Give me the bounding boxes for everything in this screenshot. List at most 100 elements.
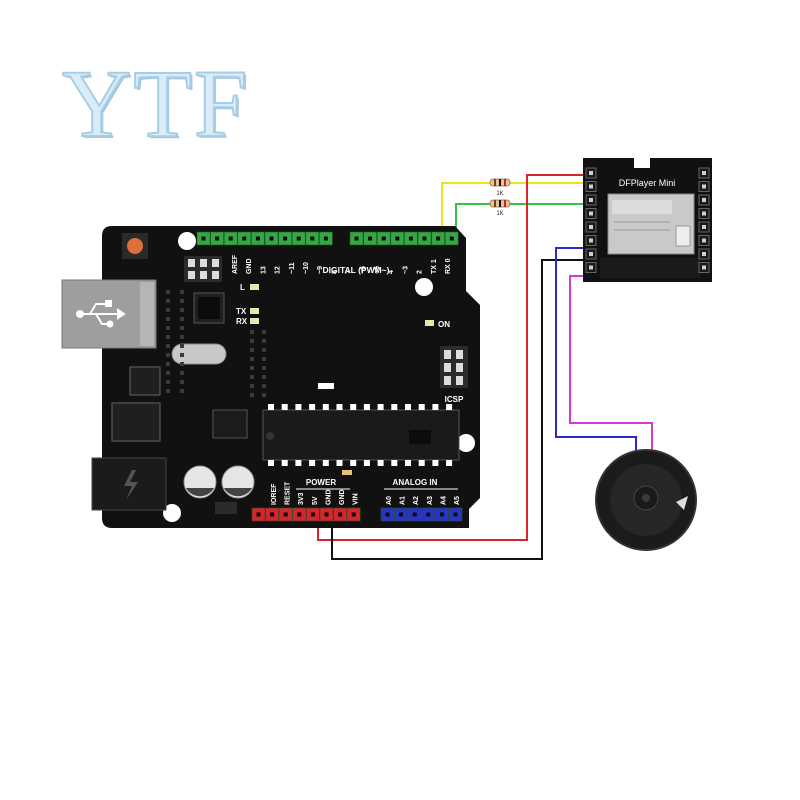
trace-dot xyxy=(262,366,266,370)
power-pin-hole xyxy=(270,512,275,517)
dfplayer-pin-hole xyxy=(702,184,706,189)
trace-dot xyxy=(166,353,170,357)
trace-dot xyxy=(262,330,266,334)
trace-dot xyxy=(180,290,184,294)
smd-resistor xyxy=(318,383,334,389)
led-rx xyxy=(250,318,259,324)
power-pin-label: RESET xyxy=(285,481,292,505)
trace-dot xyxy=(180,326,184,330)
atmega-pins-top xyxy=(268,404,453,410)
analog-pin-hole xyxy=(426,512,431,517)
chip-pin xyxy=(336,404,343,410)
analog-pin-hole xyxy=(412,512,417,517)
chip-pin xyxy=(350,460,357,466)
digital-pin-hole xyxy=(228,236,233,241)
trace-dot xyxy=(250,357,254,361)
ytf-watermark: YTF xyxy=(61,49,250,158)
trace-dot xyxy=(180,380,184,384)
chip-pin xyxy=(309,460,316,466)
chip-pin xyxy=(418,460,425,466)
dfplayer-pin-hole xyxy=(702,252,706,256)
trace-dot xyxy=(180,299,184,303)
digital-pin-label: 2 xyxy=(417,270,424,274)
trace-dot xyxy=(262,339,266,343)
digital-pin-hole xyxy=(368,236,373,241)
trace-dot xyxy=(262,357,266,361)
trace-dot xyxy=(250,375,254,379)
trace-dot xyxy=(250,339,254,343)
resistor-1-label: 1K xyxy=(496,191,503,197)
usb-connector-lip xyxy=(140,282,154,346)
dfplayer-pin-hole xyxy=(589,171,593,175)
trace-dot xyxy=(262,393,266,397)
trace-dot xyxy=(180,344,184,348)
digital-pin-hole xyxy=(408,236,413,241)
power-pin-hole xyxy=(324,512,329,517)
usb-icsp-header xyxy=(184,256,222,282)
chip-mark xyxy=(409,430,431,444)
usb-chip-core xyxy=(198,297,220,319)
chip-pin xyxy=(295,404,302,410)
power-pin-label: 3V3 xyxy=(298,492,305,505)
chip-pin xyxy=(377,404,384,410)
led-tx xyxy=(250,308,259,314)
magenta-speaker-wire xyxy=(569,275,653,458)
led-on xyxy=(425,320,434,326)
analog-label: ANALOG IN xyxy=(393,478,438,487)
trace-dot xyxy=(250,348,254,352)
power-pin-hole xyxy=(351,512,356,517)
analog-pin-hole xyxy=(399,512,404,517)
board-traces xyxy=(166,290,266,397)
speaker-tab xyxy=(676,496,688,510)
trace-dot xyxy=(250,384,254,388)
trace-dot xyxy=(262,375,266,379)
on-label: ON xyxy=(438,320,450,329)
chip-pin xyxy=(268,460,274,466)
chip-pin xyxy=(405,460,411,466)
crystal xyxy=(171,343,227,365)
dfplayer-pin-hole xyxy=(589,198,593,202)
sd-card-slot-top xyxy=(612,200,672,214)
trace-dot xyxy=(262,384,266,388)
reset-button xyxy=(127,238,143,254)
speaker xyxy=(595,449,697,551)
digital-pin-hole xyxy=(395,236,400,241)
dfplayer-pin-hole xyxy=(702,171,706,175)
chip-pin xyxy=(432,460,439,466)
led-l xyxy=(250,284,259,290)
dfplayer-pin-hole xyxy=(589,265,593,270)
power-label: POWER xyxy=(306,478,336,487)
chip-pin xyxy=(295,460,302,466)
digital-pin-label: 13 xyxy=(260,266,267,274)
power-pin-label: GND xyxy=(325,489,332,505)
dfplayer-pins-left xyxy=(585,167,597,273)
dfplayer-pin-hole xyxy=(702,198,706,202)
regulator-large xyxy=(111,402,161,442)
dfplayer-title: DFPlayer Mini xyxy=(619,178,676,188)
wires xyxy=(317,174,653,560)
trace-dot xyxy=(166,299,170,303)
digital-pin-label: ~5 xyxy=(374,266,381,274)
digital-pin-hole xyxy=(255,236,260,241)
digital-pin-hole xyxy=(242,236,247,241)
chip-pin xyxy=(391,460,398,466)
opamp-chip xyxy=(212,409,248,439)
digital-pin-hole xyxy=(323,236,328,241)
resistor-2: 1K xyxy=(489,199,511,217)
resistor-1: 1K xyxy=(489,178,511,197)
trace-dot xyxy=(166,389,170,393)
smd-part xyxy=(342,470,352,475)
analog-pin-label: A1 xyxy=(400,496,407,505)
analog-pin-hole xyxy=(439,512,444,517)
power-pin-label: GND xyxy=(339,489,346,505)
led-label-tx: TX xyxy=(236,307,247,316)
digital-pin-hole xyxy=(201,236,206,241)
mounting-hole xyxy=(457,434,475,452)
capacitor-stripe xyxy=(186,488,214,497)
dfplayer-pin-hole xyxy=(589,211,593,216)
digital-pin-hole xyxy=(354,236,359,241)
trace-dot xyxy=(166,317,170,321)
dfplayer-pin-hole xyxy=(702,265,706,270)
